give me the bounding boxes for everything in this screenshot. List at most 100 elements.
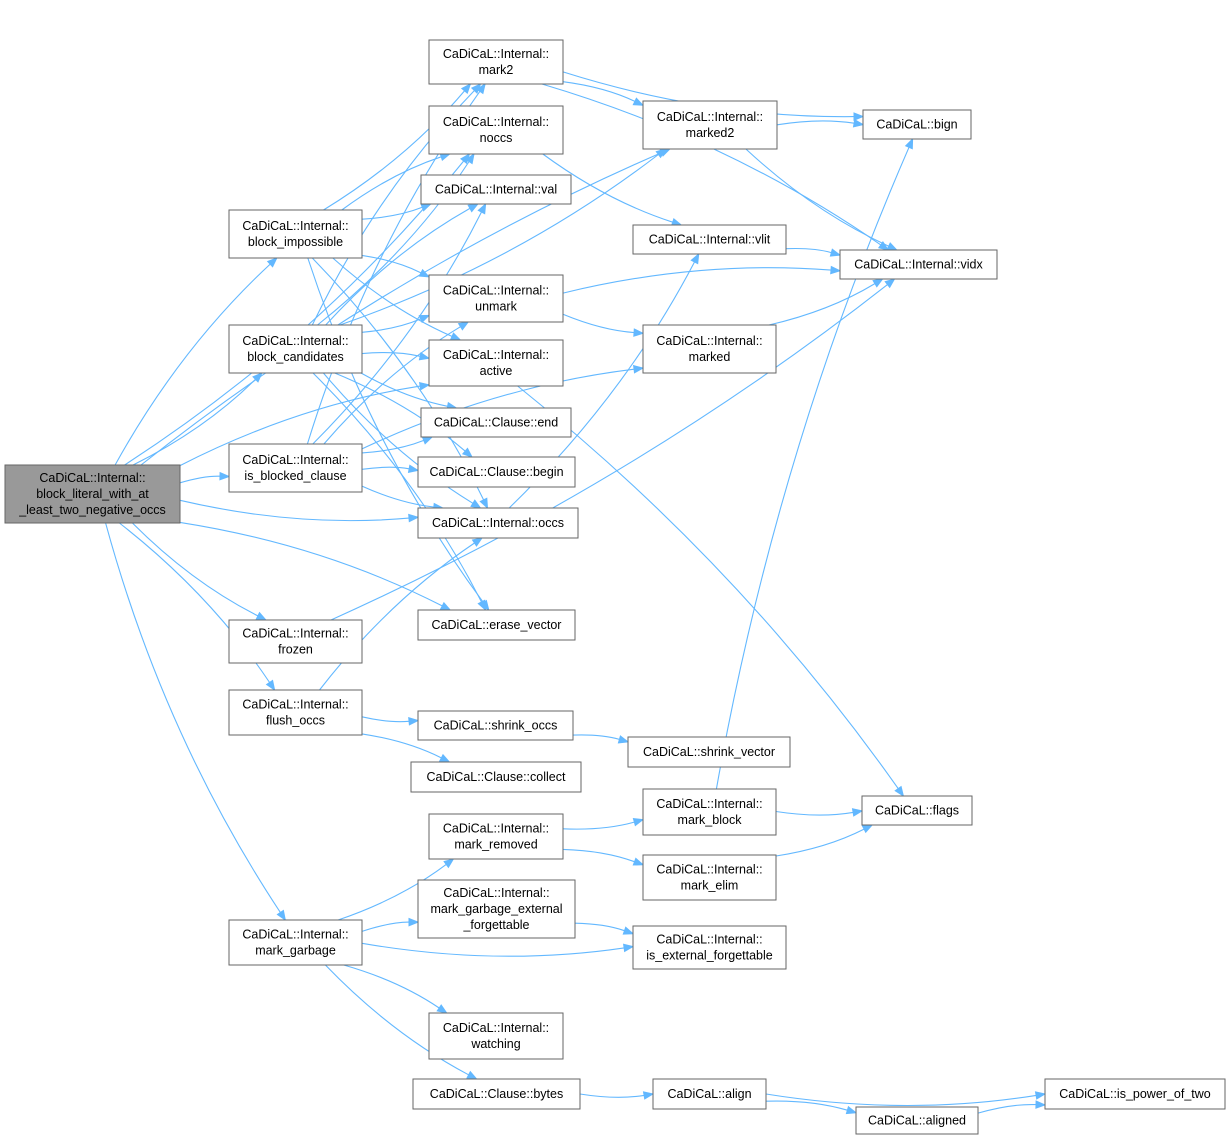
- edge-shrink_occs-to-shrink_vector: [572, 734, 630, 744]
- node-box: [1044, 1078, 1226, 1110]
- edge-line: [765, 1100, 848, 1111]
- node-aligned[interactable]: CaDiCaL::aligned: [855, 1106, 979, 1135]
- edge-line: [768, 283, 876, 326]
- edge-root-to-erase_vector: [179, 521, 452, 611]
- edge-line: [745, 148, 889, 247]
- node-clause-end[interactable]: CaDiCaL::Clause::end: [420, 407, 572, 438]
- node-box: [839, 249, 998, 280]
- node-marked2[interactable]: CaDiCaL::Internal::marked2: [642, 100, 778, 150]
- node-label-line: mark_block: [678, 813, 743, 827]
- edge-mark2-to-vidx: [541, 83, 890, 251]
- node-shrink-occs[interactable]: CaDiCaL::shrink_occs: [417, 710, 574, 741]
- node-vidx[interactable]: CaDiCaL::Internal::vidx: [839, 249, 998, 280]
- node-mark-block[interactable]: CaDiCaL::Internal::mark_block: [642, 788, 777, 836]
- edge-line: [132, 522, 259, 617]
- arrowhead-icon: [632, 857, 645, 866]
- edge-marked2-to-bign: [776, 118, 865, 128]
- node-block-impossible[interactable]: CaDiCaL::Internal::block_impossible: [228, 209, 363, 259]
- node-label-line: block_literal_with_at: [36, 487, 149, 501]
- node-label-line: CaDiCaL::Internal::: [242, 928, 348, 942]
- node-align[interactable]: CaDiCaL::align: [652, 1078, 767, 1110]
- arrowhead-icon: [266, 257, 278, 268]
- node-noccs[interactable]: CaDiCaL::Internal::noccs: [428, 105, 564, 155]
- edge-mark_garbage-to-watching: [343, 964, 448, 1014]
- node-label-line: CaDiCaL::erase_vector: [432, 618, 562, 632]
- node-label-line: CaDiCaL::Internal::: [443, 348, 549, 362]
- node-label-line: CaDiCaL::Internal::: [443, 822, 549, 836]
- edge-root-to-occs: [179, 499, 420, 523]
- node-mark-garbage-external[interactable]: CaDiCaL::Internal::mark_garbage_external…: [417, 879, 576, 939]
- node-occs[interactable]: CaDiCaL::Internal::occs: [417, 507, 579, 539]
- node-box: [642, 324, 777, 374]
- edge-line: [361, 485, 434, 508]
- edge-line: [323, 326, 461, 445]
- node-mark-removed[interactable]: CaDiCaL::Internal::mark_removed: [428, 813, 564, 860]
- edge-line: [132, 378, 256, 466]
- node-vlit[interactable]: CaDiCaL::Internal::vlit: [632, 224, 787, 255]
- edge-align-to-aligned: [765, 1100, 858, 1115]
- arrowhead-icon: [460, 82, 472, 95]
- node-box: [228, 443, 363, 493]
- node-block-candidates[interactable]: CaDiCaL::Internal::block_candidates: [228, 324, 363, 374]
- node-unmark[interactable]: CaDiCaL::Internal::unmark: [428, 274, 564, 323]
- node-label-line: CaDiCaL::Clause::bytes: [430, 1087, 563, 1101]
- arrowhead-icon: [853, 112, 865, 121]
- arrowhead-icon: [470, 499, 482, 509]
- edge-line: [562, 267, 832, 294]
- arrowhead-icon: [461, 447, 474, 458]
- edge-root-to-active: [179, 381, 431, 467]
- node-mark2[interactable]: CaDiCaL::Internal::mark2: [428, 39, 564, 85]
- arrowhead-icon: [408, 917, 420, 927]
- edge-line: [361, 466, 410, 470]
- node-active[interactable]: CaDiCaL::Internal::active: [428, 339, 564, 387]
- node-frozen[interactable]: CaDiCaL::Internal::frozen: [228, 619, 363, 664]
- node-flush-occs[interactable]: CaDiCaL::Internal::flush_occs: [228, 689, 363, 736]
- node-label-line: CaDiCaL::Clause::begin: [429, 465, 563, 479]
- node-marked[interactable]: CaDiCaL::Internal::marked: [642, 324, 777, 374]
- node-mark-elim[interactable]: CaDiCaL::Internal::mark_elim: [642, 854, 777, 901]
- edge-mark_garbage-to-is_external_forgettable: [361, 942, 635, 957]
- node-box: [228, 209, 363, 259]
- node-watching[interactable]: CaDiCaL::Internal::watching: [428, 1012, 564, 1060]
- edge-line: [579, 1093, 645, 1098]
- node-label-line: unmark: [475, 300, 517, 314]
- edge-line: [361, 439, 425, 454]
- node-shrink-vector[interactable]: CaDiCaL::shrink_vector: [627, 736, 791, 768]
- arrowhead-icon: [443, 858, 455, 869]
- arrowhead-icon: [465, 152, 475, 165]
- node-bign[interactable]: CaDiCaL::bign: [862, 109, 972, 140]
- arrowhead-icon: [466, 1070, 478, 1080]
- arrowhead-icon: [408, 717, 420, 726]
- node-is-blocked-clause[interactable]: CaDiCaL::Internal::is_blocked_clause: [228, 443, 363, 493]
- arrowhead-icon: [623, 943, 635, 953]
- arrowhead-icon: [886, 242, 899, 251]
- node-label-line: is_blocked_clause: [244, 469, 346, 483]
- arrowhead-icon: [655, 148, 667, 159]
- node-mark-garbage[interactable]: CaDiCaL::Internal::mark_garbage: [228, 919, 363, 966]
- node-val[interactable]: CaDiCaL::Internal::val: [420, 174, 572, 205]
- node-label-line: CaDiCaL::flags: [875, 804, 959, 818]
- arrowhead-icon: [851, 808, 864, 817]
- arrowhead-icon: [633, 364, 645, 374]
- edge-line: [312, 372, 482, 603]
- node-is-power-of-two[interactable]: CaDiCaL::is_power_of_two: [1044, 1078, 1226, 1110]
- arrowhead-icon: [690, 252, 700, 265]
- node-is-external-forgettable[interactable]: CaDiCaL::Internal::is_external_forgettab…: [632, 925, 787, 970]
- edge-line: [361, 206, 423, 220]
- edge-marked-to-vidx: [768, 278, 884, 326]
- edge-mark_garbage_external-to-is_external_forgettable: [574, 922, 635, 935]
- edge-block_candidates-to-erase_vector: [312, 372, 487, 612]
- node-flags[interactable]: CaDiCaL::flags: [861, 795, 973, 826]
- node-clause-begin[interactable]: CaDiCaL::Clause::begin: [417, 456, 576, 488]
- node-box: [855, 1106, 979, 1135]
- node-root[interactable]: CaDiCaL::Internal::block_literal_with_at…: [4, 464, 181, 524]
- node-erase-vector[interactable]: CaDiCaL::erase_vector: [417, 609, 576, 641]
- node-box: [417, 879, 576, 939]
- node-box: [861, 795, 973, 826]
- node-clause-collect[interactable]: CaDiCaL::Clause::collect: [410, 761, 582, 793]
- node-clause-bytes[interactable]: CaDiCaL::Clause::bytes: [412, 1078, 581, 1110]
- arrowhead-icon: [633, 328, 645, 337]
- arrowhead-icon: [884, 278, 896, 289]
- edge-mark_block-to-bign: [715, 137, 914, 790]
